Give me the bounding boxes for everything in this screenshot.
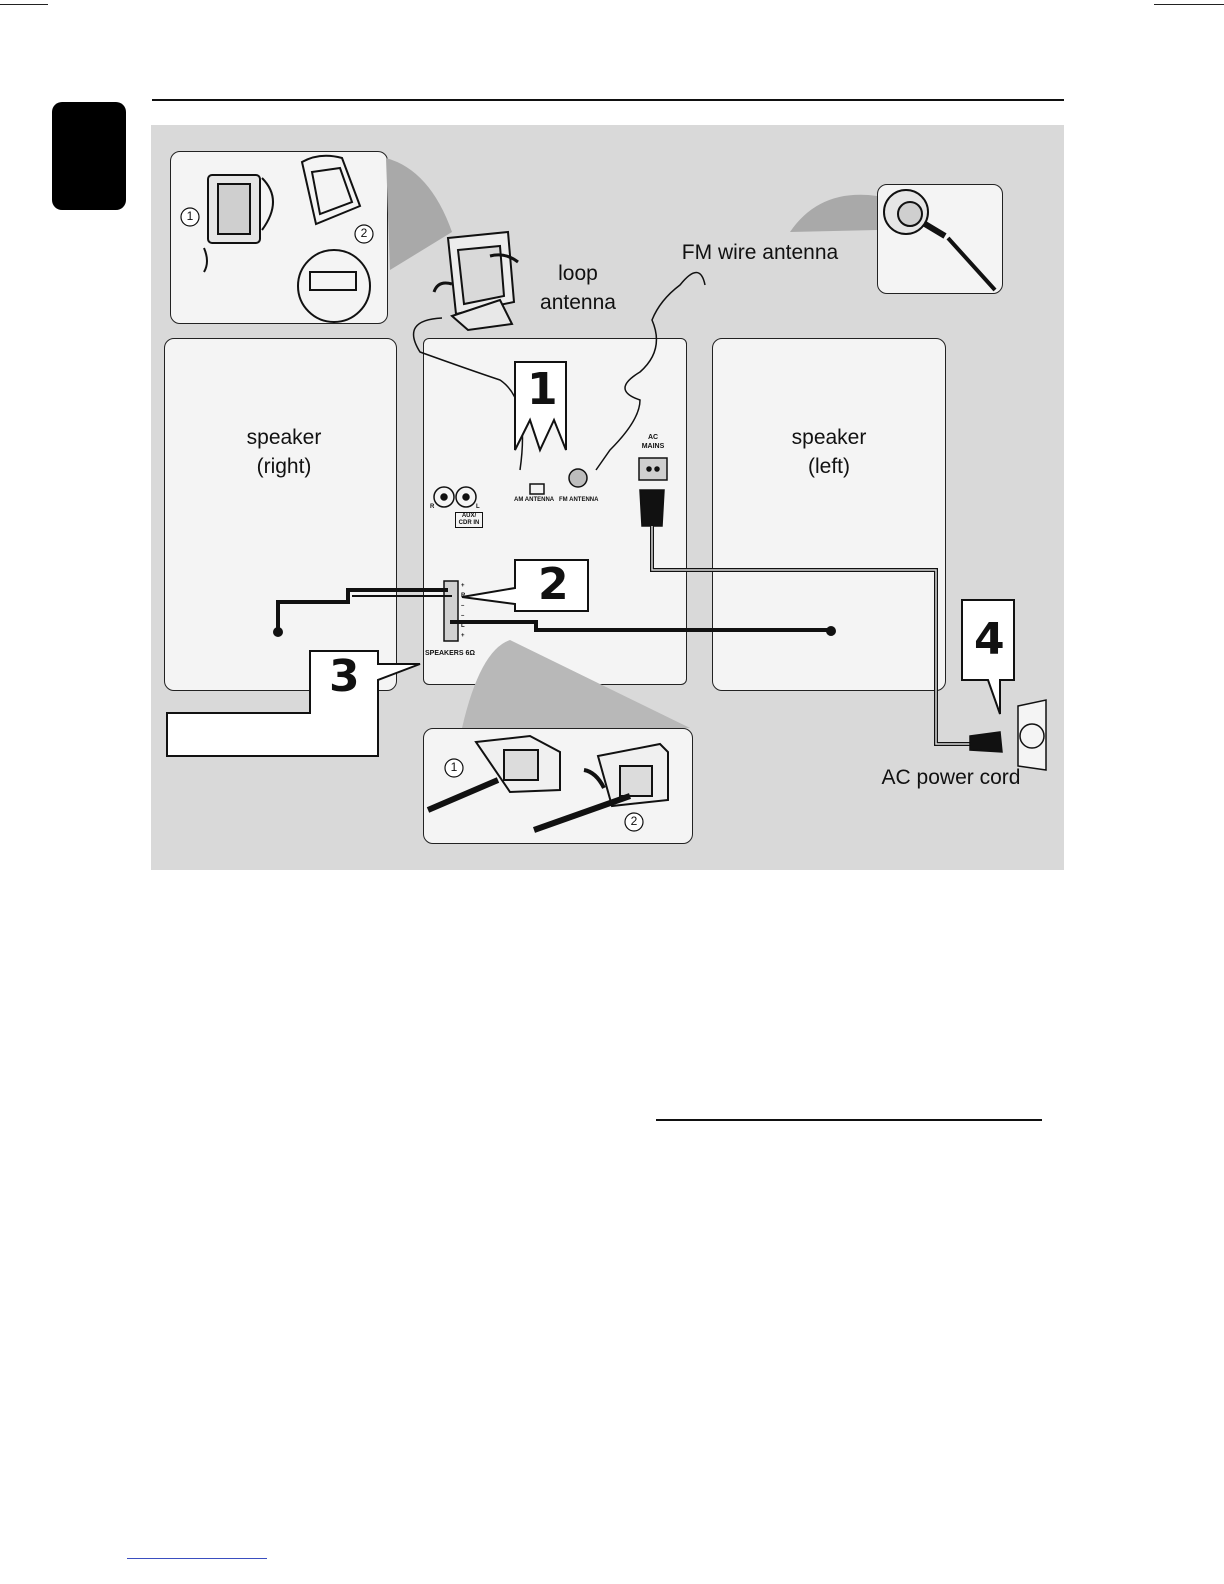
ac-mains-label-line-2: MAINS	[638, 442, 668, 451]
speaker-left-label: speaker (left)	[749, 423, 909, 481]
antenna-assembly-illustration	[204, 156, 370, 322]
callout-3: 3	[329, 651, 360, 702]
speaker-terminal-marks: + R – – L +	[461, 581, 465, 641]
terminal-step-1-number: 1	[449, 760, 459, 774]
fm-wire-antenna-label: FM wire antenna	[670, 238, 850, 267]
aux-cdr-in-label: AUX/ CDR IN	[455, 512, 483, 528]
terminal-mark: +	[461, 631, 465, 641]
terminal-mark: L	[461, 621, 465, 631]
ac-mains-label-line-1: AC	[638, 433, 668, 442]
fm-connector-illustration	[884, 190, 995, 290]
back-panel-connectors	[434, 458, 667, 641]
terminal-mark: +	[461, 581, 465, 591]
terminal-mark: R	[461, 591, 465, 601]
terminal-step-2-number: 2	[629, 814, 639, 828]
footer-line	[127, 1558, 267, 1559]
antenna-step-1-number: 1	[185, 209, 195, 223]
speaker-right-label-line-2: (right)	[204, 452, 364, 481]
speaker-right-terminal-dot	[273, 627, 283, 637]
am-antenna-label: AM ANTENNA	[514, 496, 554, 505]
speaker-left-label-line-2: (left)	[749, 452, 909, 481]
aux-l-label: L	[476, 503, 480, 512]
zoom-wedge-terminal	[462, 640, 690, 728]
speakers-rating-label: SPEAKERS 6Ω	[425, 649, 475, 658]
loop-antenna-label: loop antenna	[530, 259, 626, 317]
speaker-right-label: speaker (right)	[204, 423, 364, 481]
speaker-wire-left	[450, 622, 830, 630]
speaker-left-label-line-1: speaker	[749, 423, 909, 452]
aux-r-label: R	[430, 503, 434, 512]
zoom-wedge-fm	[790, 195, 877, 232]
callout-1: 1	[527, 364, 558, 415]
terminal-mark: –	[461, 601, 465, 611]
section-rule	[656, 1119, 1042, 1121]
callout-2: 2	[538, 559, 569, 610]
ac-power-cord-label: AC power cord	[870, 763, 1032, 792]
speaker-right-label-line-1: speaker	[204, 423, 364, 452]
aux-cdr-in-label-line-1: AUX/	[456, 513, 482, 520]
loop-antenna-label-line-1: loop	[530, 259, 626, 288]
zoom-wedge-antenna	[386, 158, 452, 270]
callout-4: 4	[974, 614, 1005, 665]
speaker-left-terminal-dot	[826, 626, 836, 636]
callout-2-shape	[462, 560, 588, 611]
ac-mains-label: AC MAINS	[638, 433, 668, 451]
power-plug-icon	[970, 700, 1046, 770]
callout-3-shape	[167, 651, 420, 756]
antenna-step-2-number: 2	[359, 226, 369, 240]
aux-cdr-in-label-line-2: CDR IN	[456, 520, 482, 527]
am-antenna-wire	[414, 318, 523, 470]
loop-antenna-icon	[434, 232, 518, 330]
power-cord	[652, 526, 970, 744]
loop-antenna-label-line-2: antenna	[530, 288, 626, 317]
fm-antenna-label: FM ANTENNA	[559, 496, 598, 505]
terminal-mark: –	[461, 611, 465, 621]
